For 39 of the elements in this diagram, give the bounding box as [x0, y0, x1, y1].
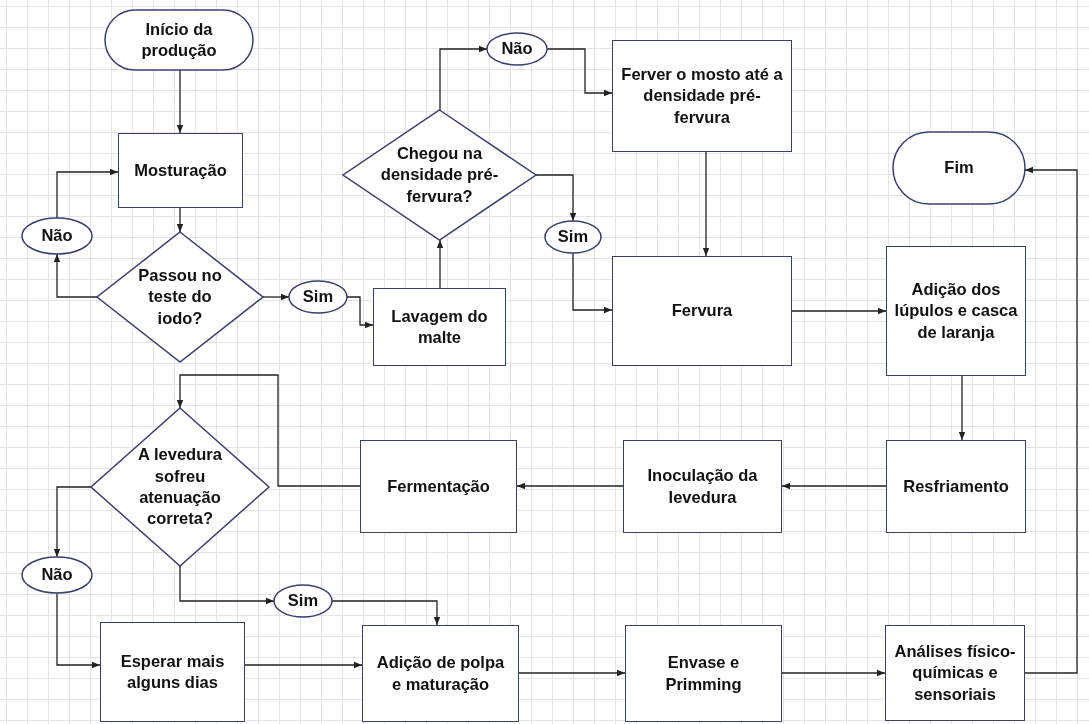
arrow [781, 482, 887, 490]
arrow [436, 239, 444, 289]
arrow [958, 375, 966, 441]
arrow [176, 69, 184, 134]
process-box: Inoculação da levedura [623, 440, 782, 533]
arrow [439, 45, 488, 111]
decision-diamond: A levedura sofreu atenuação correta? [91, 408, 269, 566]
arrow [56, 592, 101, 669]
process-box: Adição dos lúpulos e casca de laranja [886, 246, 1026, 376]
process-box: Envase e Primming [625, 625, 782, 722]
arrow [781, 669, 886, 677]
arrow [791, 307, 887, 315]
process-box: Ferver o mosto até a densidade pré-fervura [612, 40, 792, 152]
arrow [702, 151, 710, 257]
decision-diamond: Chegou na densidade pré-fervura? [343, 110, 536, 240]
terminal-shape: Fim [893, 132, 1025, 204]
terminal-shape: Início da produção [105, 10, 253, 70]
process-box: Fermentação [360, 440, 517, 533]
arrow [56, 168, 119, 219]
process-box: Lavagem do malte [373, 288, 506, 366]
arrow [572, 252, 613, 314]
arrow [53, 253, 98, 298]
process-box: Resfriamento [886, 440, 1026, 533]
process-box: Esperar mais alguns dias [100, 622, 245, 722]
arrow [179, 565, 275, 605]
arrow [176, 207, 184, 233]
arrow [535, 174, 577, 222]
decision-diamond: Passou no teste do iodo? [97, 232, 263, 362]
arrow [176, 374, 361, 487]
process-box: Adição de polpa e maturação [362, 625, 519, 722]
arrow [516, 482, 624, 490]
process-box: Análises físico-químicas e sensoriais [885, 625, 1025, 721]
arrow [1024, 166, 1078, 674]
process-box: Fervura [612, 256, 792, 366]
arrow [53, 486, 92, 558]
arrow [262, 293, 290, 301]
arrow [244, 661, 363, 669]
arrow [518, 669, 626, 677]
process-box: Mosturação [118, 133, 243, 208]
